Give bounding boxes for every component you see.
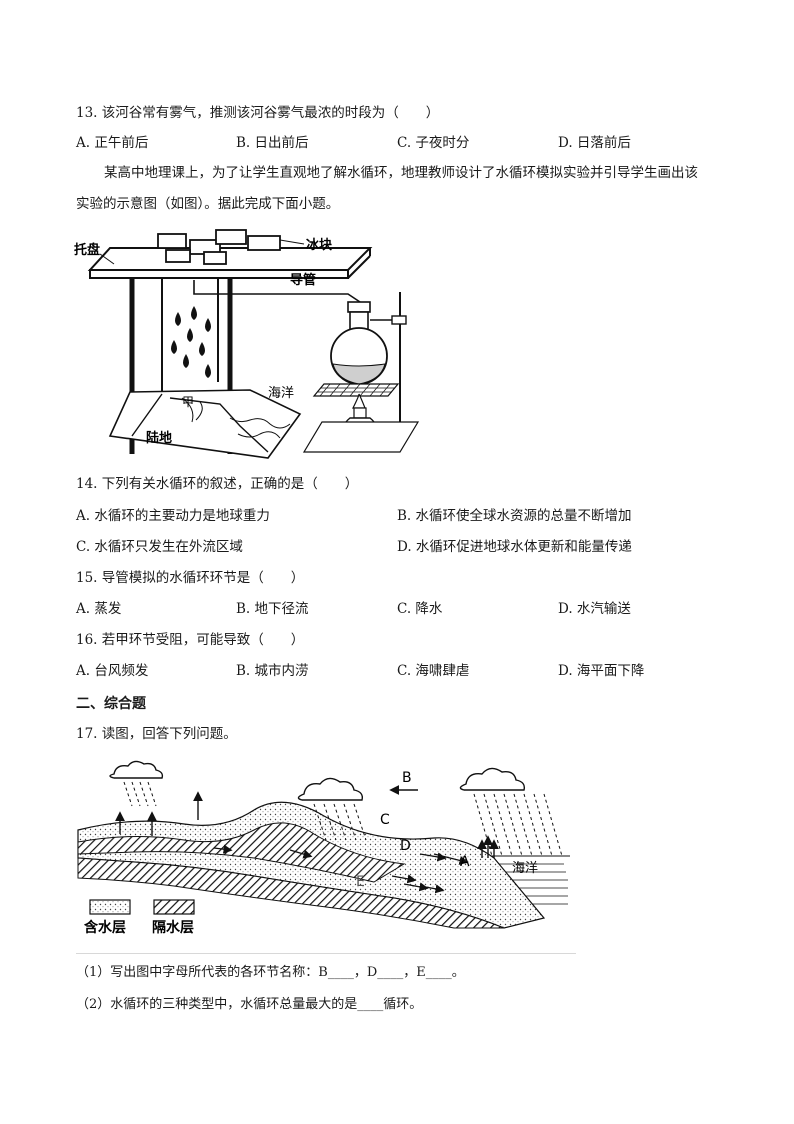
q17-sub-2: （2）水循环的三种类型中，水循环总量最大的是____循环。 xyxy=(76,997,423,1012)
label-tray: 托盘 xyxy=(74,242,100,258)
label-tube: 导管 xyxy=(290,272,316,288)
q16-option-b: B. 城市内涝 xyxy=(236,663,309,679)
ice-block-5 xyxy=(165,249,191,263)
section-title: 二、综合题 xyxy=(76,696,146,712)
q14-option-a: A. 水循环的主要动力是地球重力 xyxy=(76,508,270,524)
ice-block-4 xyxy=(247,235,281,251)
q14-option-d: D. 水循环促进地球水体更新和能量传递 xyxy=(397,539,632,555)
q13-option-a: A. 正午前后 xyxy=(76,135,149,151)
legend-aquiclude-label: 隔水层 xyxy=(152,919,194,936)
label-jia: 甲 xyxy=(182,395,194,409)
cloud-icon-1 xyxy=(109,760,164,779)
q16-option-a: A. 台风频发 xyxy=(76,663,149,679)
q15-option-a: A. 蒸发 xyxy=(76,601,122,617)
cloud-icon-2 xyxy=(297,777,364,801)
q14-stem: 14. 下列有关水循环的叙述，正确的是（ ） xyxy=(76,476,359,492)
q13-option-c: C. 子夜时分 xyxy=(397,135,470,151)
q16-option-d: D. 海平面下降 xyxy=(558,663,645,679)
label-d: D xyxy=(400,838,411,854)
q16-option-c: C. 海啸肆虐 xyxy=(397,663,470,679)
water-cycle-figure: B C D A E 海洋 含水层 隔水层 xyxy=(77,760,570,936)
aquiclude-layer-upper xyxy=(77,822,406,883)
divider xyxy=(76,953,576,954)
q16-stem: 16. 若甲环节受阻，可能导致（ ） xyxy=(76,632,305,648)
ice-block-3 xyxy=(215,229,247,245)
legend-aquifer-label: 含水层 xyxy=(84,919,126,936)
cloud-icon-3 xyxy=(459,767,526,791)
q17-sub-1: （1）写出图中字母所代表的各环节名称：B____，D____，E____。 xyxy=(76,965,465,980)
intro-line-2: 实验的示意图（如图）。据此完成下面小题。 xyxy=(76,196,340,212)
label-land: 陆地 xyxy=(146,430,172,446)
label-a: A xyxy=(460,854,470,870)
legend-aquiclude-swatch xyxy=(153,899,195,915)
label-ocean-2: 海洋 xyxy=(512,861,538,876)
q14-option-b: B. 水循环使全球水资源的总量不断增加 xyxy=(397,508,632,524)
q15-option-b: B. 地下径流 xyxy=(236,601,309,617)
q13-option-d: D. 日落前后 xyxy=(558,135,631,151)
label-e: E xyxy=(356,874,365,890)
label-b: B xyxy=(402,770,412,786)
label-ocean: 海洋 xyxy=(268,386,294,401)
label-c: C xyxy=(380,812,390,828)
intro-line-1: 某高中地理课上，为了让学生直观地了解水循环，地理教师设计了水循环模拟实验并引导学… xyxy=(104,165,698,181)
q15-option-d: D. 水汽输送 xyxy=(558,601,631,617)
q17-stem: 17. 读图，回答下列问题。 xyxy=(76,726,237,742)
experiment-figure: 托盘 冰块 导管 海洋 甲 陆地 xyxy=(74,229,420,459)
ice-block-1 xyxy=(157,233,187,249)
q15-stem: 15. 导管模拟的水循环环节是（ ） xyxy=(76,570,305,586)
legend-aquifer-swatch xyxy=(89,899,131,915)
q14-option-c: C. 水循环只发生在外流区域 xyxy=(76,539,243,555)
q13-option-b: B. 日出前后 xyxy=(236,135,309,151)
aquiclude-layer-lower xyxy=(77,857,505,929)
label-ice: 冰块 xyxy=(306,237,333,253)
q15-option-c: C. 降水 xyxy=(397,601,443,617)
ice-block-6 xyxy=(203,251,227,265)
q13-stem: 13. 该河谷常有雾气，推测该河谷雾气最浓的时段为（ ） xyxy=(76,105,440,121)
